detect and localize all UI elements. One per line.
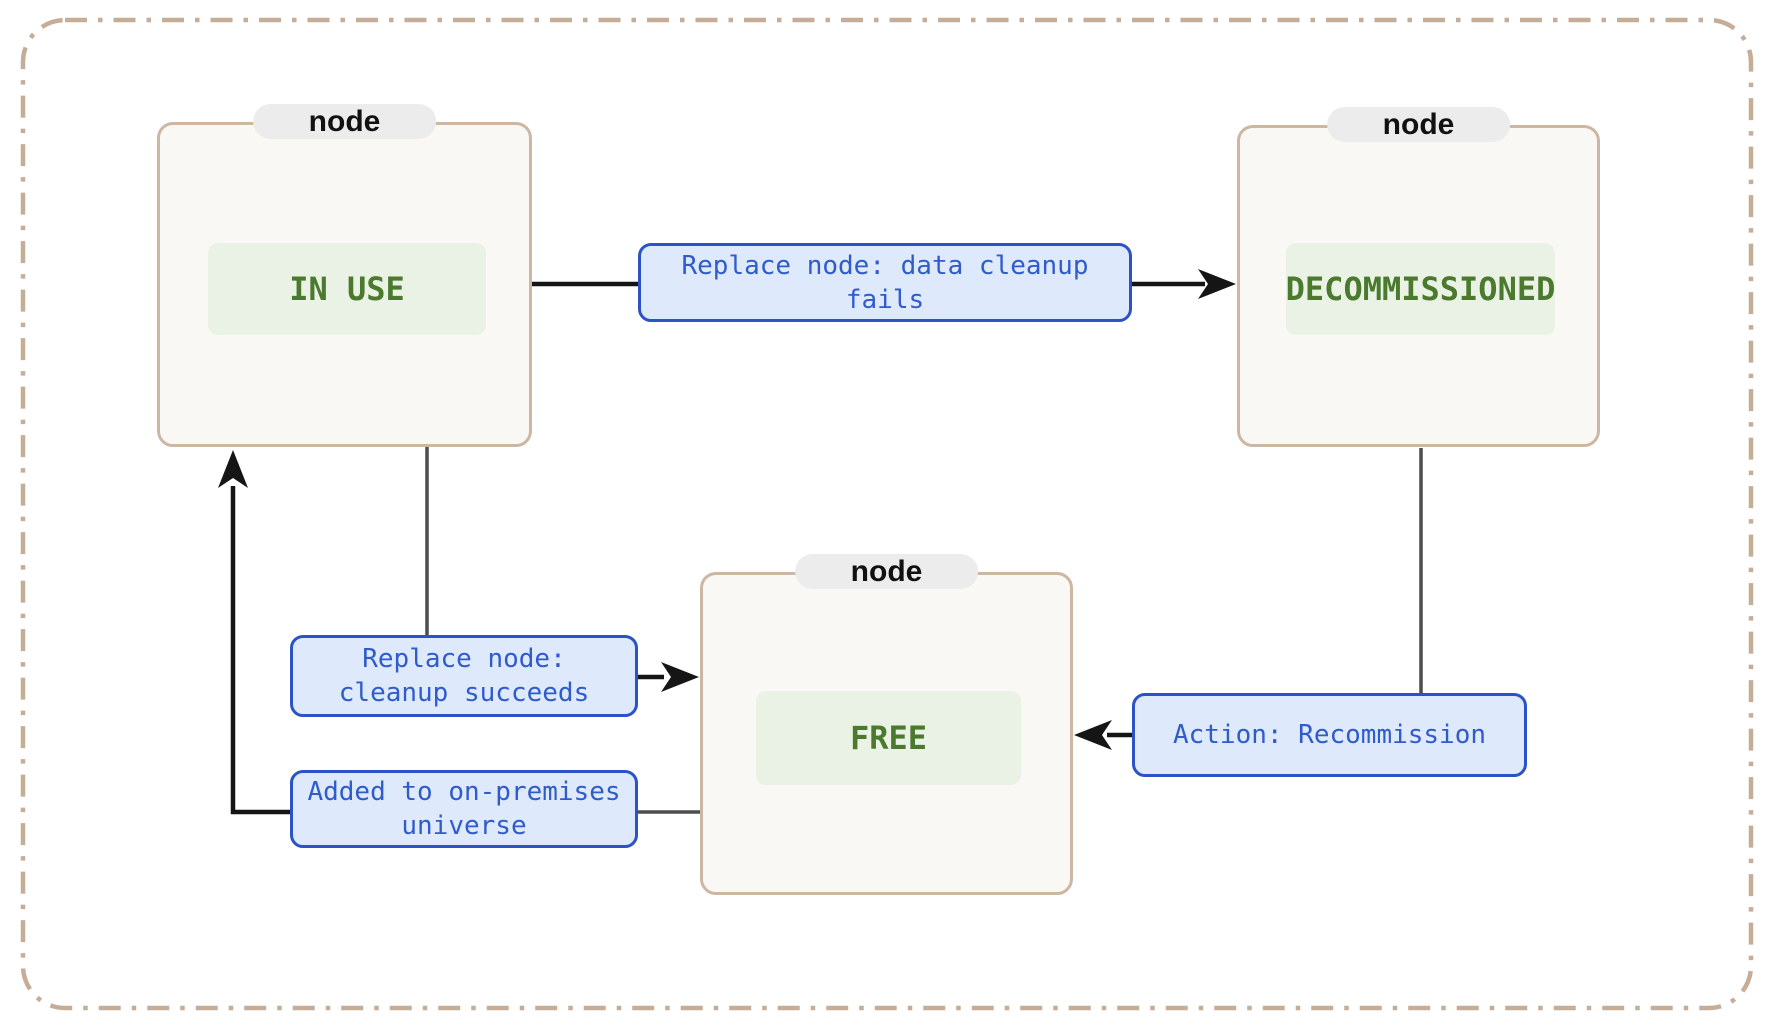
arrowhead-into-decommissioned [1198,269,1236,299]
state-chip-decommissioned: DECOMMISSIONED [1286,243,1555,335]
edge-label-added-to-universe: Added to on-premises universe [290,770,638,848]
state-label-in-use: IN USE [289,270,405,308]
node-free: node FREE [700,554,1073,895]
state-chip-in-use: IN USE [208,243,486,335]
node-tab-label: node [308,105,381,138]
edge-line-added-head [230,486,292,815]
state-label-free: FREE [849,719,928,757]
node-tab-label: node [850,555,923,588]
edge-label-line: universe [401,811,527,841]
arrowhead-into-in-use-bottom [218,450,248,488]
edge-label-line: Added to on-premises [307,777,621,807]
edge-label-replace-fail: Replace node: data cleanup fails [638,243,1132,322]
edge-label-line: Action: Recommission [1172,720,1487,750]
node-tab-free: node [794,554,979,589]
arrowhead-into-free-left [661,662,699,692]
node-tab-in-use: node [252,104,437,139]
state-chip-free: FREE [756,691,1021,785]
node-in-use: node IN USE [157,104,532,447]
edge-label-line: fails [845,284,925,315]
edge-label-recommission: Action: Recommission [1132,693,1527,777]
outer-dashed-border [20,17,1754,1011]
edge-label-replace-success: Replace node: cleanup succeeds [290,635,638,717]
edge-label-line: cleanup succeeds [338,678,590,708]
node-tab-decommissioned: node [1326,107,1511,142]
edge-label-line: Replace node: data cleanup [681,250,1089,281]
state-label-decommissioned: DECOMMISSIONED [1285,270,1556,308]
edge-label-line: Replace node: [362,644,566,674]
node-tab-label: node [1382,108,1455,141]
node-decommissioned: node DECOMMISSIONED [1237,107,1600,447]
arrowhead-into-free-right [1074,720,1112,750]
